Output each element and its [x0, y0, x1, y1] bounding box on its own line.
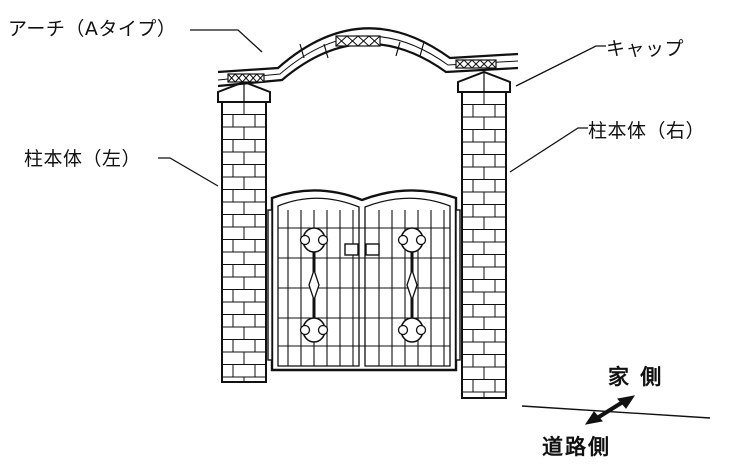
scroll-curl: [317, 324, 329, 336]
left-pillar: [217, 80, 271, 383]
lattice-cross: [256, 73, 265, 83]
scroll-curl: [415, 234, 427, 246]
gate-frame: [270, 189, 458, 372]
lattice-cross: [368, 35, 381, 47]
arch-label: アーチ（Aタイプ）: [8, 18, 177, 40]
direction-indicator: [521, 395, 711, 425]
arch-spoke: [323, 43, 329, 59]
arch-upper-rail: [217, 27, 519, 74]
lattice-cross: [455, 59, 465, 69]
arch-spoke: [419, 41, 425, 57]
hinge-post: [455, 209, 461, 361]
lattice-panel: [335, 35, 381, 47]
scroll-curl: [397, 234, 409, 246]
latch: [344, 243, 359, 256]
lattice-cross: [357, 35, 370, 47]
boundary-line: [521, 405, 711, 419]
lattice-cross: [463, 59, 473, 69]
scroll-curl: [397, 324, 409, 336]
lattice-cross: [471, 59, 481, 69]
direction-arrowhead: [617, 395, 636, 409]
road-side-label: 道路側: [542, 435, 611, 459]
leader-line: [190, 29, 263, 53]
lattice-cross: [234, 73, 243, 83]
leader-lines: [158, 29, 606, 187]
scroll-curl: [299, 324, 311, 336]
direction-arrowhead: [584, 411, 603, 425]
lattice-cross: [249, 73, 258, 83]
lattice-cross: [346, 35, 359, 47]
house-side-label: 家 側: [608, 365, 664, 389]
ornament-diamond: [308, 267, 320, 303]
pillar-right-label: 柱本体（右）: [588, 120, 706, 142]
cap-label: キャップ: [606, 38, 685, 60]
lattice-cross: [479, 59, 489, 69]
lattice-cross: [227, 73, 236, 83]
right-pillar: [457, 70, 511, 399]
scroll-curl: [415, 324, 427, 336]
leader-line: [509, 127, 588, 173]
scroll-curl: [317, 234, 329, 246]
left-leaf: [277, 197, 360, 367]
double-gate: [267, 189, 461, 372]
arch-spoke: [395, 41, 401, 57]
direction-arrow-shaft: [592, 398, 628, 422]
latch: [365, 243, 380, 256]
hinge-post: [267, 209, 273, 361]
pillar-left-label: 柱本体（左）: [24, 148, 142, 170]
leader-line: [158, 157, 219, 187]
arch: [217, 27, 519, 88]
leader-line: [515, 45, 606, 87]
right-leaf: [364, 197, 451, 367]
ornament-diamond: [406, 267, 418, 303]
lattice-cross: [487, 59, 497, 69]
scroll-curl: [299, 234, 311, 246]
lattice-cross: [335, 35, 348, 47]
lattice-cross: [242, 73, 250, 83]
arch-spoke: [299, 43, 305, 59]
